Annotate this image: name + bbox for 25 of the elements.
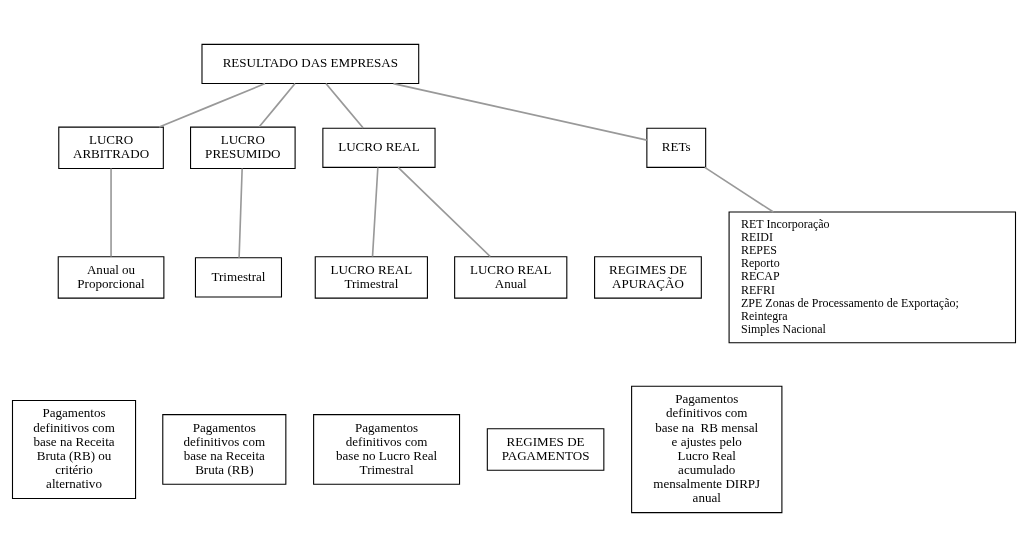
- connector: [325, 82, 365, 129]
- connector: [703, 166, 775, 213]
- node-box: Trimestral: [194, 256, 283, 298]
- node-box: Pagamentos definitivos com base na Receita Bruta (RB): [162, 413, 287, 485]
- connector: [238, 167, 243, 259]
- connector: [397, 166, 492, 257]
- node-box: LUCRO REAL: [322, 127, 436, 168]
- node-box: RETs: [646, 127, 707, 168]
- node-box: Pagamentos definitivos com base no Lucro Real Trimestral: [313, 413, 461, 485]
- node-box: LUCRO PRESUMIDO: [190, 126, 296, 169]
- node-box: RESULTADO DAS EMPRESAS: [201, 43, 420, 84]
- node-box: REGIMES DE PAGAMENTOS: [486, 427, 605, 471]
- connector: [392, 82, 648, 141]
- node-box: Pagamentos definitivos com base na RB mensal e ajustes pelo Lucro Real acumulado mensalmente DIRPJ anual: [631, 385, 783, 513]
- connector: [110, 167, 112, 257]
- node-box: Anual ou Proporcional: [57, 255, 165, 299]
- node-box: Pagamentos definitivos com base na Receita Bruta (RB) ou critério alternativo: [11, 399, 137, 499]
- connector: [371, 166, 379, 257]
- node-box: LUCRO REAL Anual: [454, 255, 568, 299]
- connector: [158, 82, 266, 128]
- node-box: REGIMES DE APURAÇÃO: [594, 255, 702, 299]
- connector: [258, 82, 296, 128]
- node-box: LUCRO ARBITRADO: [58, 126, 164, 169]
- node-box: RET Incorporação REIDI REPES Reporto RECAP REFRI ZPE Zonas de Processamento de Exportação; Reintegra Simples Nacional: [728, 211, 1017, 343]
- node-box: LUCRO REAL Trimestral: [314, 255, 428, 299]
